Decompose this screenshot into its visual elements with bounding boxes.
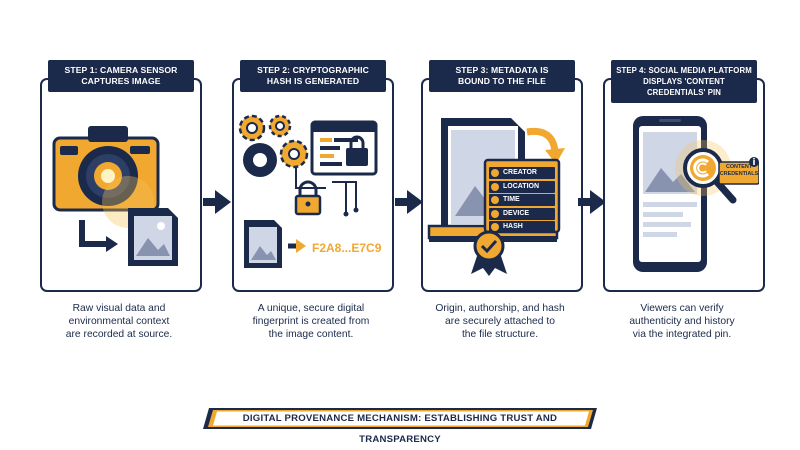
step-2-title: STEP 2: CRYPTOGRAPHIC HASH IS GENERATED xyxy=(240,60,386,92)
info-icon xyxy=(749,157,759,167)
camera-icon xyxy=(52,126,160,212)
step-1-illustration xyxy=(52,126,178,266)
step-3-desc-line-3: the file structure. xyxy=(461,328,539,340)
step-2-title-line-1: STEP 2: CRYPTOGRAPHIC xyxy=(257,65,369,75)
step-4-illustration xyxy=(633,116,759,272)
hash-value: F2A8...E7C9 xyxy=(312,241,382,255)
padlock-icon xyxy=(294,180,322,216)
step-2-illustration xyxy=(238,114,378,268)
arrow-right-icon xyxy=(203,190,231,214)
banner-frame xyxy=(203,408,597,429)
step-2-desc-line-3: the image content. xyxy=(268,328,354,340)
arrow-right-icon xyxy=(395,190,423,214)
step-3-title-line-1: STEP 3: METADATA IS xyxy=(455,65,549,75)
footer-banner: DIGITAL PROVENANCE MECHANISM: ESTABLISHI… xyxy=(203,408,597,445)
step-4-desc-line-2: authenticity and history xyxy=(629,315,735,327)
step-1-title: STEP 1: CAMERA SENSOR CAPTURES IMAGE xyxy=(48,60,194,92)
smartphone-icon xyxy=(633,116,707,272)
step-2-desc-line-1: A unique, secure digital xyxy=(257,303,365,314)
step-3-desc-line-2: are securely attached to xyxy=(445,315,555,327)
metadata-field-location: LOCATION xyxy=(503,182,540,190)
metadata-row: CREATOR xyxy=(489,167,555,179)
metadata-field-device: DEVICE xyxy=(503,209,530,217)
award-ribbon-icon xyxy=(471,230,507,276)
step-4-description: Viewers can verify authenticity and hist… xyxy=(601,303,763,341)
step-3-description: Origin, authorship, and hash are securel… xyxy=(419,303,581,341)
step-4-title-line-1: STEP 4: SOCIAL MEDIA PLATFORM xyxy=(616,66,752,75)
step-2-desc-line-2: fingerprint is created from xyxy=(252,315,370,327)
step-4-title: STEP 4: SOCIAL MEDIA PLATFORM DISPLAYS '… xyxy=(611,60,757,103)
step-2-description: A unique, secure digital fingerprint is … xyxy=(230,303,392,341)
step-1: STEP 1: CAMERA SENSOR CAPTURES IMAGE xyxy=(40,60,202,296)
code-window-icon xyxy=(310,120,378,176)
step-4-desc-line-3: via the integrated pin. xyxy=(632,328,732,340)
pin-label-line-1: CONTENT xyxy=(725,164,753,170)
metadata-icon xyxy=(491,196,499,204)
arrow-right-icon xyxy=(578,190,606,214)
step-1-desc-line-3: are recorded at source. xyxy=(65,328,173,340)
metadata-list: CREATOR LOCATION TIME DEVICE HASH xyxy=(489,167,555,233)
step-3-desc-line-1: Origin, authorship, and hash xyxy=(435,303,565,314)
image-file-icon xyxy=(128,208,178,266)
image-file-icon xyxy=(244,220,282,268)
step-3-title-line-2: BOUND TO THE FILE xyxy=(458,76,546,86)
content-credentials-label: CONTENT CREDENTIALS xyxy=(719,164,759,177)
content-credentials-pin-icon xyxy=(690,155,716,181)
metadata-icon xyxy=(491,223,499,231)
step-1-title-line-2: CAPTURES IMAGE xyxy=(81,76,161,86)
step-4-title-line-2: DISPLAYS 'CONTENT CREDENTIALS' PIN xyxy=(643,77,725,97)
gear-icon xyxy=(238,114,309,177)
step-4-desc-line-1: Viewers can verify xyxy=(640,303,724,314)
step-1-description: Raw visual data and environmental contex… xyxy=(38,303,200,341)
pin-label-line-2: CREDENTIALS xyxy=(719,170,759,177)
metadata-icon xyxy=(491,169,499,177)
banner-title: DIGITAL PROVENANCE MECHANISM: ESTABLISHI… xyxy=(242,413,558,445)
step-1-desc-line-2: environmental context xyxy=(68,315,170,327)
step-2-title-line-2: HASH IS GENERATED xyxy=(266,76,360,86)
metadata-row: DEVICE xyxy=(489,207,555,220)
metadata-field-time: TIME xyxy=(503,196,520,203)
step-1-desc-line-1: Raw visual data and xyxy=(72,303,166,314)
step-1-title-line-1: STEP 1: CAMERA SENSOR xyxy=(64,65,178,75)
metadata-field-creator: CREATOR xyxy=(503,169,537,176)
metadata-field-hash: HASH xyxy=(503,223,523,230)
metadata-icon xyxy=(491,209,499,218)
metadata-row: LOCATION xyxy=(489,180,555,193)
step-3: STEP 3: METADATA IS BOUND TO THE FILE CR xyxy=(421,60,583,296)
metadata-row: HASH xyxy=(489,221,555,233)
step-3-title: STEP 3: METADATA IS BOUND TO THE FILE xyxy=(429,60,575,92)
step-2: STEP 2: CRYPTOGRAPHIC HASH IS GENERATED xyxy=(232,60,394,296)
metadata-icon xyxy=(491,182,499,191)
step-4: STEP 4: SOCIAL MEDIA PLATFORM DISPLAYS '… xyxy=(603,60,765,296)
metadata-row: TIME xyxy=(489,194,555,206)
